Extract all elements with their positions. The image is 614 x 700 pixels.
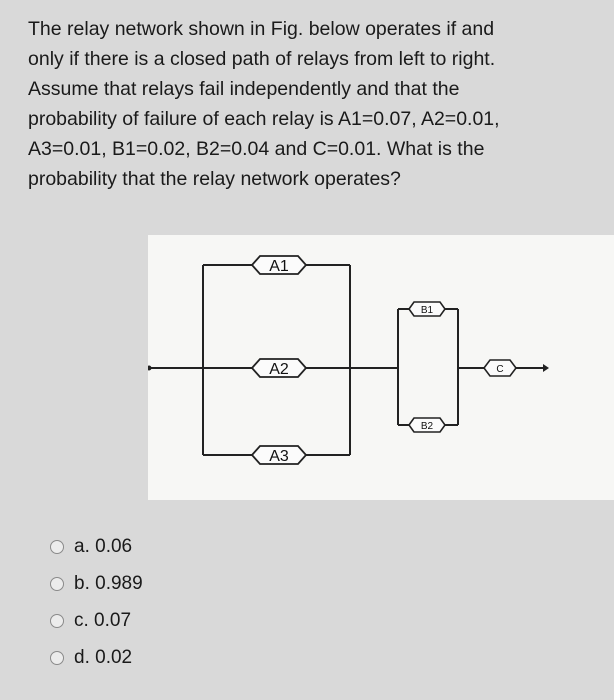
relay-network-diagram: A1 A2 A3 B1 B2 C [148,255,549,465]
relay-b1: B1 [408,301,446,317]
relay-a3: A3 [250,445,308,465]
option-d-label: d. 0.02 [74,646,133,668]
option-a-radio[interactable] [50,539,64,554]
relay-a2-label: A2 [269,361,289,378]
relay-c: C [483,359,517,377]
option-a[interactable]: a. 0.06 [50,528,143,565]
relay-a3-label: A3 [269,448,289,465]
question-line-6: probability that the relay network opera… [28,168,401,190]
option-c-label: c. 0.07 [74,609,132,631]
relay-network-figure: A1 A2 A3 B1 B2 C [148,235,614,500]
option-d[interactable]: d. 0.02 [50,639,143,676]
question-line-4: probability of failure of each relay is … [28,108,500,130]
option-a-label: a. 0.06 [74,535,133,557]
answer-options: a. 0.06 b. 0.989 c. 0.07 d. 0.02 [50,528,143,676]
option-d-radio[interactable] [50,650,64,665]
relay-b2-label: B2 [421,421,434,432]
relay-a1-label: A1 [269,258,289,275]
relay-c-label: C [496,364,503,375]
option-c[interactable]: c. 0.07 [50,602,143,639]
question-line-3: Assume that relays fail independently an… [28,78,460,100]
output-arrow-icon [543,364,549,372]
option-b-label: b. 0.989 [74,572,143,594]
question-line-2: only if there is a closed path of relays… [28,48,496,70]
option-b[interactable]: b. 0.989 [50,565,143,602]
relay-b2: B2 [408,417,446,433]
option-c-radio[interactable] [50,613,64,628]
input-terminal [148,365,152,371]
option-b-radio[interactable] [50,576,64,591]
relay-b1-label: B1 [421,305,434,316]
question-text: The relay network shown in Fig. below op… [28,14,588,194]
relay-a1: A1 [250,255,308,275]
question-line-1: The relay network shown in Fig. below op… [28,18,495,40]
relay-a2: A2 [250,358,308,378]
question-line-5: A3=0.01, B1=0.02, B2=0.04 and C=0.01. Wh… [28,138,485,160]
